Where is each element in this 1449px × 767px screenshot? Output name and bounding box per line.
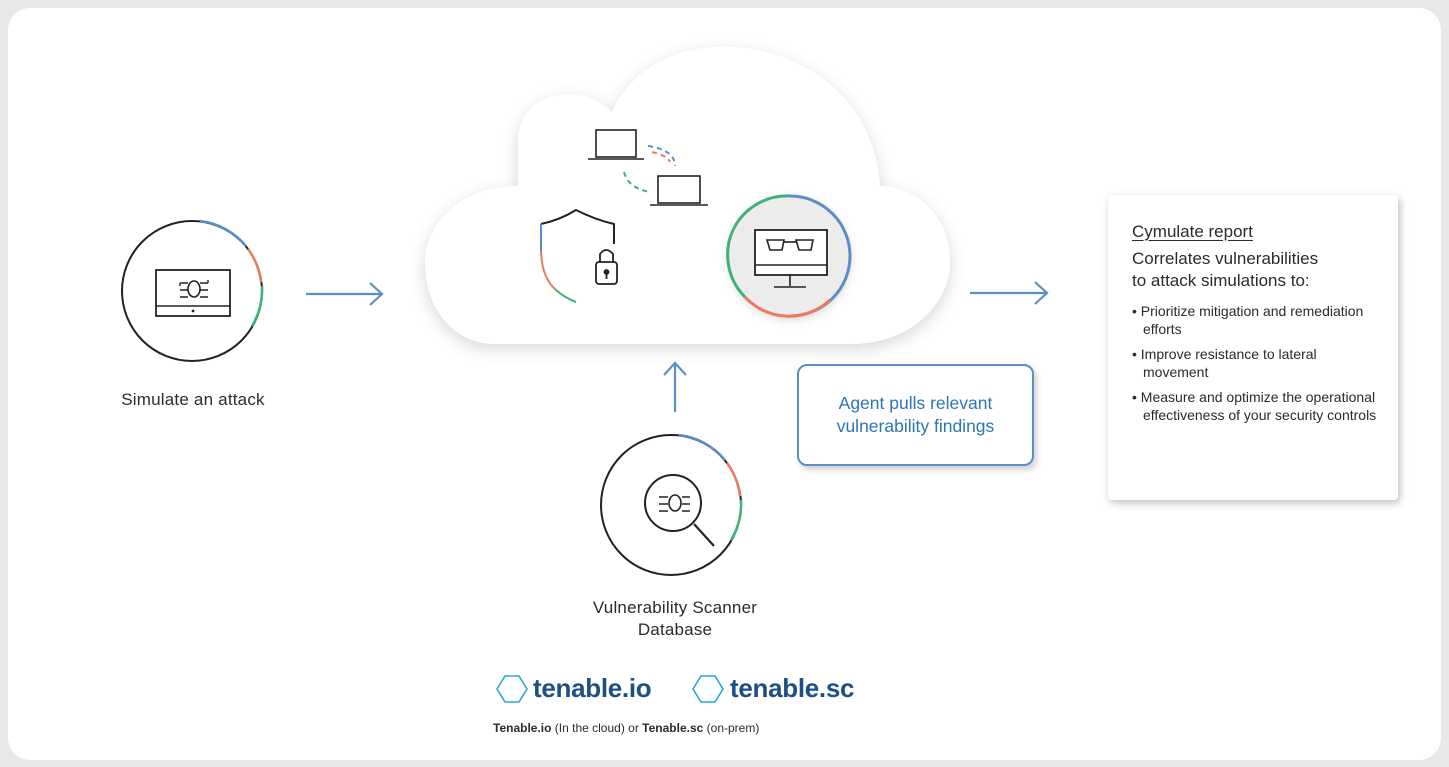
shield-icon (540, 208, 615, 303)
report-subtitle-line1: Correlates vulnerabilities (1132, 249, 1319, 268)
arrow-right-icon (970, 281, 1049, 305)
lock-icon (595, 249, 618, 285)
dashed-link (623, 145, 676, 193)
tenable-sc-wordmark: tenable.sc (730, 673, 855, 703)
report-subtitle: Correlates vulnerabilities to attack sim… (1132, 248, 1380, 292)
callout-line2: vulnerability findings (836, 416, 995, 436)
footnote-sc-name: Tenable.sc (642, 721, 704, 735)
report-bullet: Prioritize mitigation and remediation ef… (1132, 302, 1380, 338)
report-bullet-list: Prioritize mitigation and remediation ef… (1132, 302, 1380, 424)
footnote-sc-note: (on-prem) (703, 721, 760, 735)
agent-callout: Agent pulls relevant vulnerability findi… (797, 364, 1034, 466)
footnote-io-name: Tenable.io (493, 721, 552, 735)
tenable-sc-logo: tenable.sc (730, 673, 854, 704)
scanner-label-line1: Vulnerability Scanner (592, 598, 758, 617)
cymulate-report-card: Cymulate report Correlates vulnerabiliti… (1108, 195, 1398, 500)
simulate-label-text: Simulate an attack (121, 390, 265, 409)
scanner-label-line2: Database (637, 620, 713, 639)
tenable-footnote: Tenable.io (In the cloud) or Tenable.sc … (493, 721, 759, 735)
tenable-io-logo: tenable.io (533, 673, 652, 704)
glasses-monitor-icon (726, 194, 852, 318)
simulate-label: Simulate an attack (96, 389, 290, 411)
arrow-up-icon (663, 361, 687, 412)
footnote-io-note: (In the cloud) or (551, 721, 643, 735)
scanner-label: Vulnerability Scanner Database (560, 597, 790, 641)
cloud-icon (425, 46, 950, 345)
report-bullet: Measure and optimize the operational eff… (1132, 388, 1380, 424)
arrow-right-icon (306, 282, 384, 306)
report-subtitle-line2: to attack simulations to: (1132, 271, 1310, 290)
laptop-icon (588, 129, 644, 160)
hexagon-icon (692, 675, 724, 703)
laptop-icon (650, 175, 708, 206)
bug-magnifier-icon (600, 433, 743, 576)
bug-monitor-icon (121, 219, 264, 362)
callout-line1: Agent pulls relevant (838, 393, 993, 413)
report-title: Cymulate report (1132, 222, 1253, 241)
tenable-io-wordmark: tenable.io (533, 673, 652, 703)
report-bullet: Improve resistance to lateral movement (1132, 345, 1380, 381)
hexagon-icon (496, 675, 528, 703)
